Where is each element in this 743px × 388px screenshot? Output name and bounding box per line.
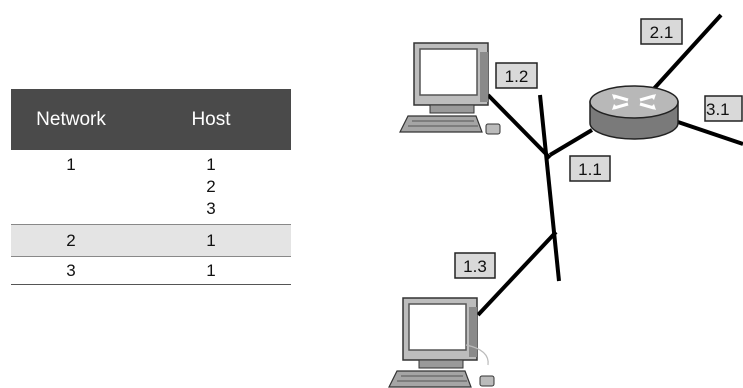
table-row-shaded: 2 1 [11, 224, 291, 257]
cell-network: 1 [66, 155, 76, 174]
table-row: 1 1 [11, 154, 291, 176]
label-pc-bottom: 1.3 [454, 252, 496, 279]
svg-text:1.1: 1.1 [578, 160, 602, 179]
table-header: Network Host [11, 89, 291, 150]
label-router-top: 2.1 [640, 18, 683, 45]
label-router-right: 3.1 [704, 95, 743, 122]
cell-host: 1 [206, 155, 216, 174]
cell-host: 1 [206, 260, 216, 280]
header-host: Host [191, 108, 231, 130]
label-pc-top: 1.2 [495, 62, 538, 89]
table-row: 2 [11, 176, 291, 198]
table-row: 3 [11, 198, 291, 220]
network-host-table: Network Host 1 1 2 3 2 1 3 1 [11, 89, 291, 285]
cable-router-lan [548, 128, 594, 157]
computer-icon [388, 297, 495, 388]
computer-icon [399, 42, 501, 135]
cable-pc-top [486, 93, 552, 160]
cell-host: 3 [206, 199, 216, 218]
cell-host: 1 [206, 230, 216, 250]
cable-router-right [677, 120, 743, 146]
label-router-lan: 1.1 [569, 155, 611, 182]
lan-segment [538, 94, 561, 282]
svg-text:1.2: 1.2 [505, 67, 529, 86]
cable-router-top [648, 13, 723, 95]
table-row: 3 1 [11, 257, 291, 285]
svg-text:3.1: 3.1 [706, 100, 730, 119]
header-network: Network [36, 108, 106, 130]
svg-text:1.3: 1.3 [463, 257, 487, 276]
router-icon [589, 85, 679, 140]
svg-text:2.1: 2.1 [650, 23, 674, 42]
cell-host: 2 [206, 177, 216, 196]
cable-pc-bottom [476, 230, 558, 317]
cell-network: 2 [66, 230, 76, 250]
cell-network: 3 [66, 260, 76, 280]
